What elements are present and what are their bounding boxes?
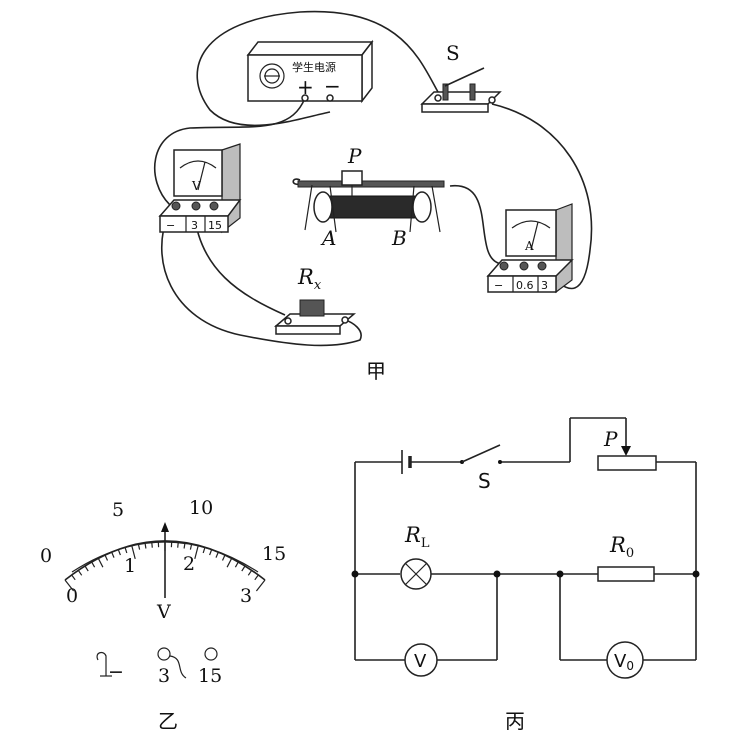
switch-post: [470, 84, 475, 100]
end-b-label: B: [391, 226, 407, 250]
dial-tick: [85, 566, 88, 571]
ammeter-terminal-06: 0.6: [516, 279, 534, 292]
rx-base-front: [276, 326, 340, 334]
caption-jia: 甲: [366, 359, 386, 383]
power-supply: 学生电源 + −: [248, 42, 372, 101]
r0-label: R0: [609, 533, 634, 561]
dial-tick: [92, 562, 95, 567]
rx-label: Rx: [297, 265, 322, 293]
resistor-rx-device: Rx: [276, 265, 354, 334]
voltmeter-device: V − 3 15: [160, 144, 240, 232]
terminal-neg-icon: [97, 653, 106, 676]
rheostat-device: P A B: [298, 144, 444, 250]
voltmeter-v-label: V: [414, 651, 427, 672]
dial-tick: [210, 550, 212, 556]
wire-rheostat-ammeter: [450, 186, 502, 264]
dial-top-0: 0: [40, 545, 52, 567]
ammeter-terminal-neg: −: [494, 279, 503, 292]
rheostat-end-b: [413, 192, 431, 222]
dial-tick: [223, 555, 226, 561]
terminal-3-icon: [158, 648, 170, 660]
switch-blade: [445, 68, 484, 86]
dial-tick: [72, 575, 76, 580]
yi-terminal-3: 3: [158, 665, 170, 687]
dial-tick: [78, 570, 81, 575]
minus-sign: −: [324, 74, 341, 98]
dial-tick: [216, 552, 218, 558]
power-supply-top: [248, 42, 372, 55]
dial-bottom-2: 2: [183, 553, 195, 575]
ammeter-face-label: A: [524, 239, 534, 253]
dial-top-10: 10: [189, 497, 213, 519]
slider-p: [342, 171, 362, 185]
end-a-label: A: [320, 226, 336, 250]
dial-tick: [242, 566, 245, 571]
minus-terminal: [327, 95, 333, 101]
dial-tick: [178, 542, 179, 548]
switch-label: S: [446, 41, 460, 65]
dial-tick: [105, 555, 108, 561]
dial-tick: [152, 542, 153, 548]
slider-arrow-icon: [621, 446, 631, 456]
dial-tick: [125, 547, 127, 553]
dial-bottom-1: 1: [124, 555, 136, 577]
fig-bing: S P RL R0 V V0 丙: [352, 418, 700, 733]
dial-tick: [248, 570, 251, 575]
voltmeter-terminal-15: 15: [208, 219, 222, 232]
voltmeter-terminal-3: 3: [191, 219, 198, 232]
ammeter-device: A − 0.6 3: [488, 204, 572, 292]
rheostat-coil: [325, 196, 420, 218]
yi-terminal-neg: −: [108, 661, 124, 683]
ammeter-terminal-3: 3: [541, 279, 548, 292]
lamp-label: RL: [404, 523, 430, 551]
rx-body: [300, 300, 324, 316]
dial-tick: [112, 552, 114, 558]
switch-s-label: S: [478, 469, 491, 493]
switch-base-top: [422, 92, 500, 104]
switch-base-front: [422, 104, 488, 112]
dial-tick: [203, 547, 205, 553]
slider-p-label: P: [603, 427, 618, 451]
slider-label: P: [347, 144, 362, 168]
dial-tick: [255, 575, 258, 580]
rheostat-end-a: [314, 192, 332, 222]
dial-tick: [118, 550, 120, 556]
switch-s-blade: [462, 445, 500, 462]
dial-bottom-3: 3: [240, 585, 252, 607]
needle-tip-icon: [161, 522, 169, 532]
junction-dot: [494, 571, 501, 578]
dial-tick: [256, 580, 265, 591]
junction-dot: [693, 571, 700, 578]
knife-switch: S: [422, 41, 500, 112]
ammeter-side: [556, 204, 572, 292]
r0-symbol: [598, 567, 654, 581]
plus-terminal: [302, 95, 308, 101]
dial-tick: [195, 545, 199, 559]
caption-yi: 乙: [158, 709, 178, 733]
dial-top-5: 5: [112, 499, 124, 521]
fig-yi: 0 5 10 15 0 1 2 3 V − 3 15 乙: [40, 497, 286, 733]
rheostat-symbol: [598, 456, 656, 470]
dial-tick: [227, 558, 232, 567]
terminal-15-icon: [205, 648, 217, 660]
junction-dot: [557, 571, 564, 578]
power-supply-label: 学生电源: [292, 60, 336, 74]
dial-bottom-0: 0: [66, 585, 78, 607]
voltmeter-terminal-neg: −: [166, 219, 175, 232]
fig-jia: 学生电源 + − S V: [155, 12, 592, 383]
dial-top-15: 15: [262, 543, 286, 565]
voltmeter-face-label: V: [191, 179, 201, 193]
rheostat-rod: [298, 181, 444, 187]
junction-dot: [352, 571, 359, 578]
yi-terminal-15: 15: [198, 665, 222, 687]
dial-unit: V: [156, 601, 171, 623]
caption-bing: 丙: [505, 709, 525, 733]
dial-tick: [235, 562, 238, 567]
dial-tick: [98, 558, 103, 567]
